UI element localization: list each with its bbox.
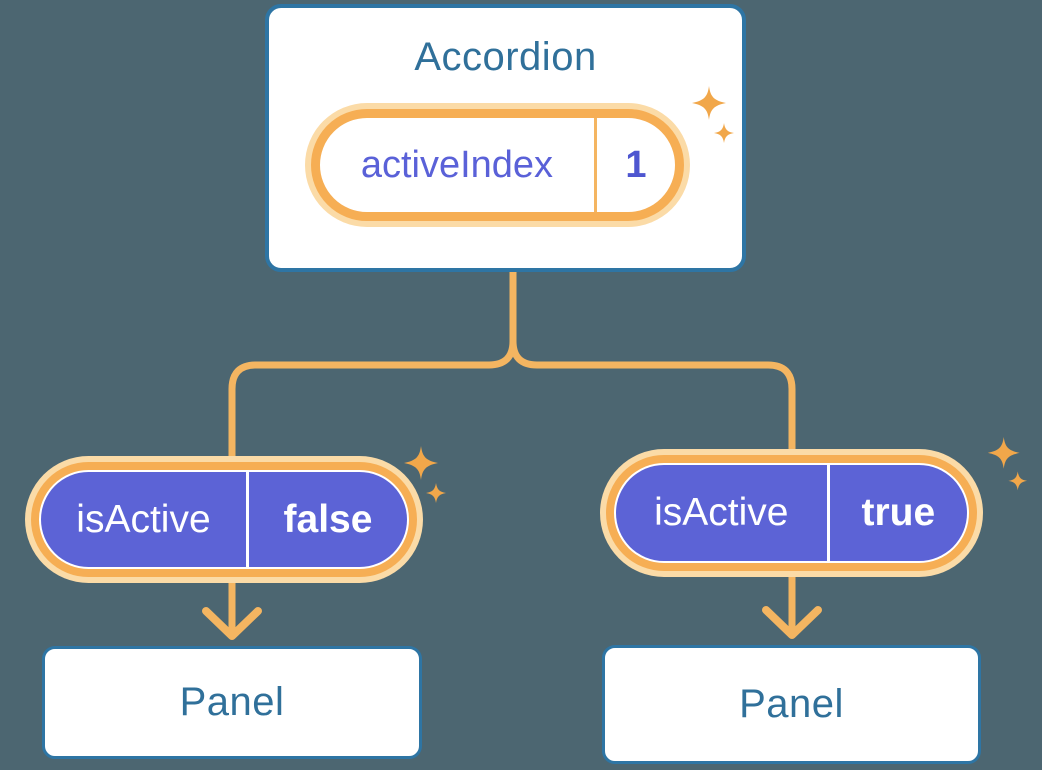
state-value-label: 1 [625,143,647,186]
prop-pill-false: isActive false [25,456,423,583]
prop-name-label: isActive [76,497,211,541]
sparkle-icon [987,437,1020,469]
accordion-title: Accordion [414,35,597,79]
branch-line-right [509,272,796,631]
prop-value-label: false [283,497,373,541]
panel-component-card: Panel [42,646,422,759]
state-pill-divider [593,118,597,212]
down-arrow-icon [202,607,262,640]
down-arrow-icon [762,606,822,639]
sparkles-decoration [692,86,734,143]
panel-title: Panel [739,682,844,726]
prop-pill-divider [245,472,249,567]
prop-name-label: isActive [654,491,789,534]
prop-pill-true: isActive true [600,449,983,577]
prop-pill-ring: isActive false [31,462,417,577]
state-name-label: activeIndex [360,143,554,186]
prop-value-label: true [861,491,936,534]
panel-title: Panel [179,680,285,724]
prop-pill-ring: isActive true [606,455,977,571]
sparkle-icon [692,86,726,120]
state-pill-ring: activeIndex 1 [311,109,684,221]
sparkle-icon [714,123,734,143]
panel-component-card: Panel [602,645,981,764]
sparkle-icon [404,446,438,480]
state-pill: activeIndex 1 [305,103,690,227]
prop-pill-divider [826,465,830,561]
sparkles-decoration [404,446,446,503]
sparkle-icon [1008,471,1028,491]
sparkles-decoration [987,437,1028,491]
sparkle-icon [426,483,446,503]
